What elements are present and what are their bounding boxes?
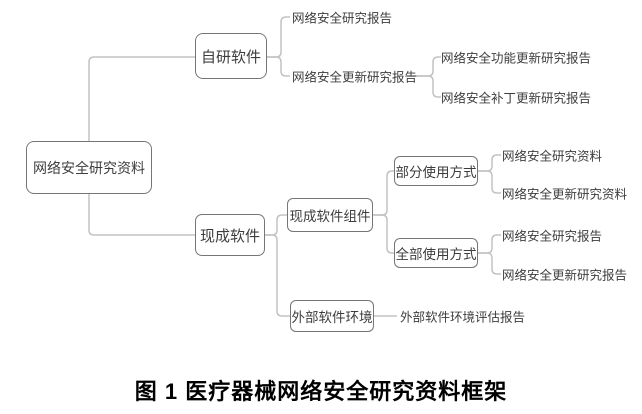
leaf-full-update-report: 网络安全更新研究报告 [502, 268, 628, 283]
figure-caption: 图 1 医疗器械网络安全研究资料框架 [134, 379, 508, 404]
link-component-partial [373, 170, 394, 216]
leaf-security-research-report: 网络安全研究报告 [292, 11, 393, 26]
leaf-partial-update-materials: 网络安全更新研究资料 [502, 187, 628, 202]
node-ots-software-component: 现成软件组件 [287, 198, 373, 232]
link-component-full [373, 214, 394, 254]
leaf-patch-update-report: 网络安全补丁更新研究报告 [441, 91, 592, 106]
link-partial-material [478, 154, 501, 172]
link-root-ziyan [88, 56, 195, 141]
link-ziyan-update [267, 56, 290, 77]
link-full-update-report [478, 252, 501, 275]
link-update-patch [407, 75, 441, 98]
link-ziyan-report [267, 16, 290, 58]
node-full-use-mode: 全部使用方式 [394, 238, 478, 268]
node-self-developed-software: 自研软件 [195, 33, 267, 79]
link-root-xiancheng [88, 194, 195, 236]
node-off-the-shelf-software: 现成软件 [195, 214, 265, 256]
leaf-security-update-research-report: 网络安全更新研究报告 [292, 70, 418, 85]
node-partial-use-mode: 部分使用方式 [394, 156, 478, 186]
leaf-partial-research-materials: 网络安全研究资料 [502, 149, 603, 164]
link-partial-update-material [478, 170, 501, 194]
leaf-full-research-report: 网络安全研究报告 [502, 229, 603, 244]
leaf-external-environment-assessment-report: 外部软件环境评估报告 [400, 310, 526, 325]
node-external-software-environment: 外部软件环境 [290, 300, 374, 332]
leaf-function-update-report: 网络安全功能更新研究报告 [441, 51, 592, 66]
node-root-research-materials: 网络安全研究资料 [26, 141, 152, 194]
link-full-report [478, 234, 501, 254]
link-xiancheng-extenv [265, 234, 290, 317]
link-xiancheng-component [265, 214, 287, 236]
